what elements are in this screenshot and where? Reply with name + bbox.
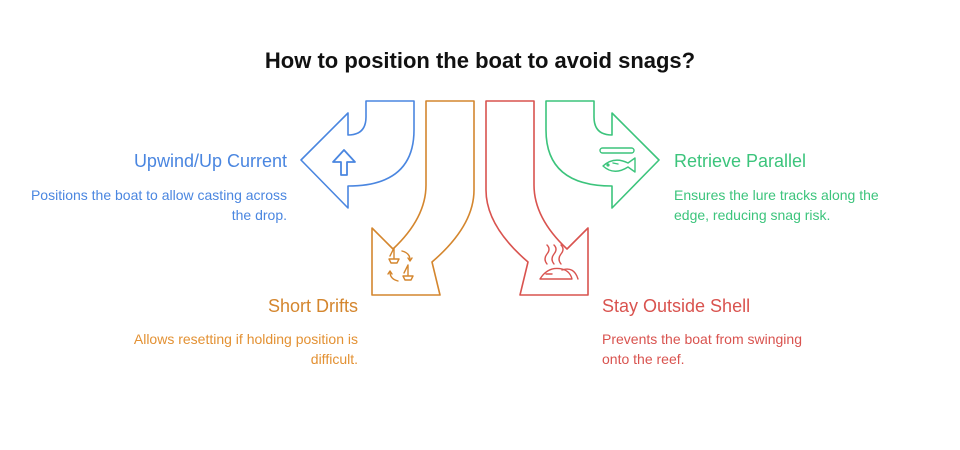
upwind-label: Upwind/Up Current [133, 151, 287, 171]
stay-outside-label: Stay Outside Shell [602, 296, 751, 316]
stay-outside-description: Prevents the boat from swinging onto the… [602, 331, 802, 367]
short-drifts-arrow [371, 100, 475, 296]
fish-lure-icon [599, 147, 636, 173]
retrieve-parallel-arrow [545, 100, 660, 209]
short-drifts-label: Short Drifts [267, 296, 358, 316]
arrow-up-icon [332, 149, 356, 176]
short-drifts-description: Allows resetting if holding position is … [133, 331, 358, 367]
upwind-arrow [300, 100, 415, 209]
stay-outside-arrow [485, 100, 589, 296]
reef-shell-icon [539, 244, 579, 280]
retrieve-parallel-description: Ensures the lure tracks along the edge, … [674, 187, 879, 223]
retrieve-parallel-label: Retrieve Parallel [674, 151, 807, 171]
boats-cycle-icon [387, 247, 414, 282]
upwind-description: Positions the boat to allow casting acro… [30, 187, 287, 223]
page-title: How to position the boat to avoid snags? [264, 48, 696, 73]
